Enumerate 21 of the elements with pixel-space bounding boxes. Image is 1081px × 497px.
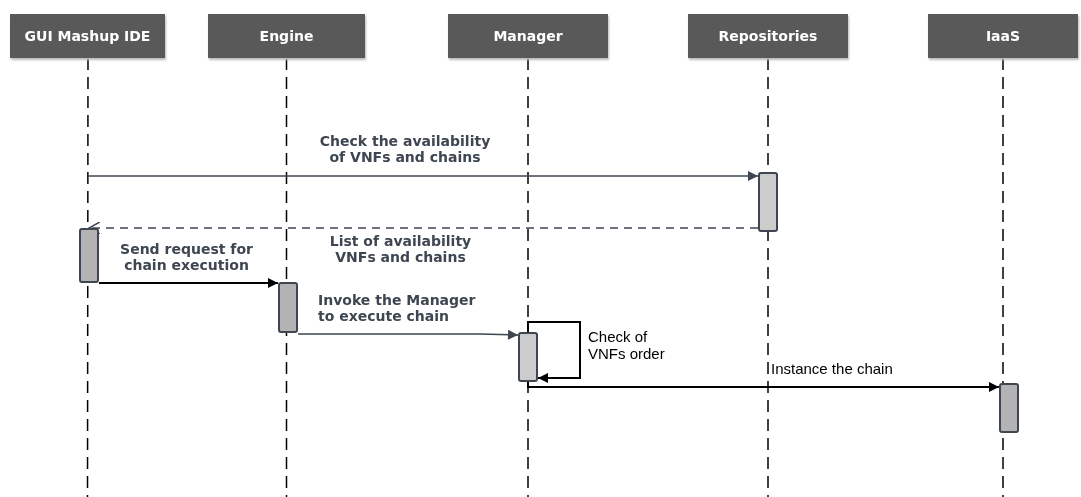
- message-arrow: [297, 329, 519, 340]
- message-arrow: [527, 321, 581, 383]
- message-label: Instance the chain: [771, 360, 894, 377]
- participant-header: Engine: [208, 14, 365, 58]
- message-label: Check of VNFs order: [588, 328, 666, 362]
- message-arrow: [98, 278, 279, 288]
- participant-header: IaaS: [928, 14, 1078, 58]
- message-label: Invoke the Manager to execute chain: [318, 292, 477, 324]
- activation-bar: [999, 383, 1019, 433]
- activation-bar: [758, 172, 778, 232]
- message-label: Send request for chain execution: [119, 241, 254, 273]
- participant-header: GUI Mashup IDE: [10, 14, 165, 58]
- activation-bar: [278, 282, 298, 333]
- message-arrow: [87, 171, 759, 181]
- participant-header: Manager: [448, 14, 608, 58]
- message-arrow: [527, 381, 1000, 392]
- message-label: List of availability VNFs and chains: [328, 233, 473, 265]
- activation-bar: [518, 332, 538, 382]
- activation-bar: [79, 228, 99, 283]
- message-label: Check the availability of VNFs and chains: [318, 133, 492, 165]
- participant-header: Repositories: [688, 14, 848, 58]
